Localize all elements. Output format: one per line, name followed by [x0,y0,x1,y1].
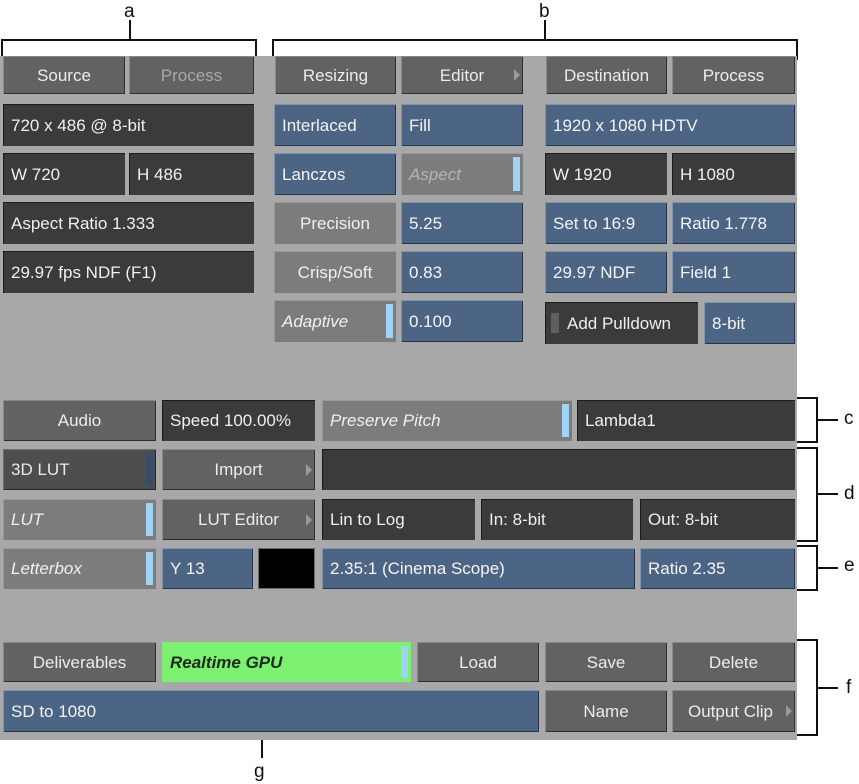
chevron-right-icon [306,513,312,526]
editor-label: Editor [439,65,485,85]
callout-g-label: g [254,761,265,782]
chevron-right-icon [306,463,312,476]
destination-height[interactable]: H 1080 [672,153,795,195]
toggle-indicator-icon [513,157,520,191]
pitch-algorithm-field[interactable]: Lambda1 [577,400,795,441]
source-process-tab[interactable]: Process [129,56,254,94]
callout-e-bracket [797,545,818,591]
toggle-indicator-icon [146,503,153,536]
callout-b-label: b [539,1,550,22]
callout-f-bracket [797,639,818,736]
lut-out-field[interactable]: Out: 8-bit [640,499,795,540]
lut-in-field[interactable]: In: 8-bit [481,499,633,540]
output-clip-button[interactable]: Output Clip [672,690,795,732]
preserve-pitch-label: Preserve Pitch [330,411,441,430]
realtime-gpu-label: Realtime GPU [170,652,283,672]
callout-d-bracket [797,447,818,542]
destination-bit-depth[interactable]: 8-bit [704,302,795,344]
destination-process-tab[interactable]: Process [672,56,795,94]
editor-button[interactable]: Editor [401,56,523,94]
add-pulldown-label: Add Pulldown [567,313,671,333]
import-label: Import [214,460,263,479]
precision-field[interactable]: 5.25 [401,202,523,244]
lut-toggle[interactable]: LUT [3,499,156,540]
toggle-indicator-icon [562,404,569,437]
lut-editor-button[interactable]: LUT Editor [162,499,315,540]
deliverables-button[interactable]: Deliverables [3,642,156,682]
deliverable-name-field[interactable]: SD to 1080 [3,690,539,732]
speed-field[interactable]: Speed 100.00% [162,400,315,441]
letterbox-label: Letterbox [11,559,82,578]
crisp-soft-label: Crisp/Soft [274,251,396,293]
callout-d-label: d [844,483,855,504]
source-frame-rate: 29.97 fps NDF (F1) [3,251,254,293]
callout-b-bracket [272,39,798,60]
letterbox-preset-button[interactable]: 2.35:1 (Cinema Scope) [322,548,635,589]
set-ratio-button[interactable]: Set to 16:9 [545,202,667,244]
lut-3d-label: 3D LUT [11,460,70,479]
callout-a-label: a [124,1,135,22]
source-height: H 486 [129,153,254,195]
adaptive-label: Adaptive [282,311,349,331]
interlaced-button[interactable]: Interlaced [274,104,396,146]
destination-width[interactable]: W 1920 [545,153,667,195]
audio-button[interactable]: Audio [3,400,156,441]
callout-e-label: e [844,555,855,576]
source-tab[interactable]: Source [3,56,125,94]
output-clip-label: Output Clip [687,701,774,721]
toggle-indicator-icon [401,646,408,678]
aspect-label: Aspect [409,164,461,184]
lut-conversion-field[interactable]: Lin to Log [322,499,475,540]
toggle-indicator-icon [146,552,153,585]
source-resolution: 720 x 486 @ 8-bit [3,104,254,146]
letterbox-ratio-field[interactable]: Ratio 2.35 [640,548,795,589]
destination-resolution[interactable]: 1920 x 1080 HDTV [545,104,795,146]
destination-tab[interactable]: Destination [546,56,667,94]
lut-label: LUT [11,510,44,529]
chevron-right-icon [514,69,520,81]
filter-button[interactable]: Lanczos [274,153,396,195]
import-button[interactable]: Import [162,449,315,490]
resizing-tab[interactable]: Resizing [275,56,396,94]
source-width: W 720 [3,153,125,195]
checkbox-indicator-icon [551,313,559,333]
preserve-pitch-toggle[interactable]: Preserve Pitch [322,400,572,441]
add-pulldown-toggle[interactable]: Add Pulldown [545,302,698,344]
destination-frame-rate[interactable]: 29.97 NDF [545,251,667,293]
fit-mode-button[interactable]: Fill [401,104,523,146]
load-button[interactable]: Load [417,642,539,682]
callout-f-label: f [846,677,852,698]
letterbox-color-swatch[interactable] [258,548,315,589]
callout-c-bracket [797,397,818,443]
source-aspect-ratio: Aspect Ratio 1.333 [3,202,254,244]
lut-editor-label: LUT Editor [198,510,279,529]
letterbox-toggle[interactable]: Letterbox [3,548,156,589]
chevron-right-icon [786,705,792,717]
save-button[interactable]: Save [545,642,667,682]
letterbox-y-field[interactable]: Y 13 [162,548,253,589]
aspect-toggle[interactable]: Aspect [401,153,523,195]
precision-label: Precision [274,202,396,244]
lut-3d-button[interactable]: 3D LUT [3,449,156,490]
callout-c-label: c [844,408,854,429]
destination-ratio-field[interactable]: Ratio 1.778 [672,202,795,244]
adaptive-toggle[interactable]: Adaptive [274,300,396,342]
name-button[interactable]: Name [545,690,667,732]
crisp-soft-field[interactable]: 0.83 [401,251,523,293]
toggle-indicator-icon [146,453,153,486]
delete-button[interactable]: Delete [672,642,795,682]
lut-file-field[interactable] [322,449,795,490]
realtime-gpu-toggle[interactable]: Realtime GPU [162,642,411,682]
field-dominance-button[interactable]: Field 1 [672,251,795,293]
toggle-indicator-icon [386,304,393,338]
adaptive-field[interactable]: 0.100 [401,300,523,342]
